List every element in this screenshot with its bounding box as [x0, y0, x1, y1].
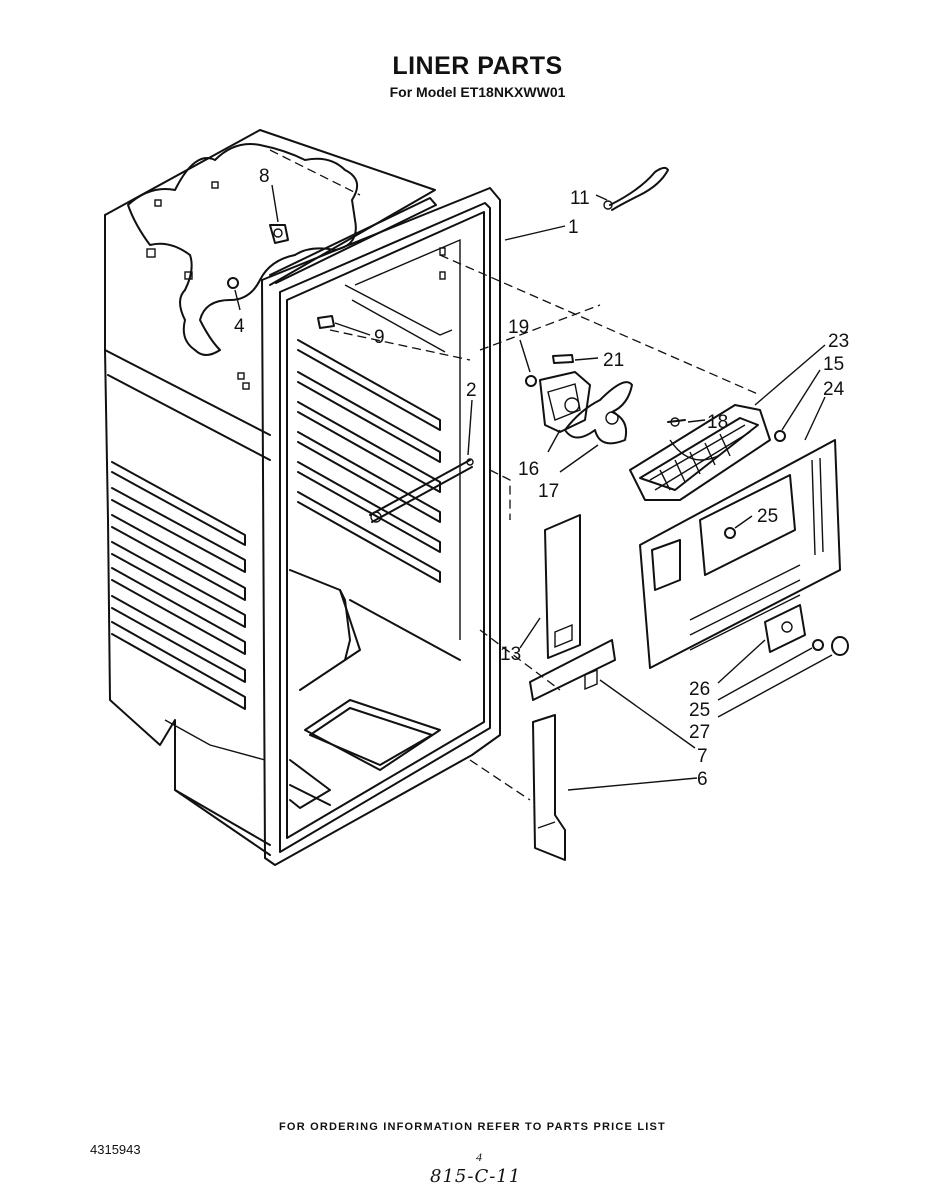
page-number: 4 [476, 1150, 482, 1164]
callout-23: 23 [828, 331, 849, 352]
callout-27: 27 [689, 722, 710, 743]
callout-21: 21 [603, 350, 624, 371]
callout-26: 26 [689, 679, 710, 700]
part-26-bracket [764, 604, 806, 653]
callout-17: 17 [538, 481, 559, 502]
fan-motor-assembly [525, 354, 633, 445]
part-13-duct [544, 514, 581, 659]
callout-25-lower: 25 [689, 700, 710, 721]
document-number: 4315943 [90, 1142, 141, 1157]
part-27-nut [831, 636, 849, 656]
callout-9: 9 [374, 327, 385, 348]
liner-cabinet [104, 129, 761, 866]
part-7-plate [529, 639, 616, 701]
part-4-screw [227, 277, 239, 289]
part-6-channel [532, 714, 566, 861]
diagram-title: LINER PARTS [392, 52, 563, 80]
callout-leaders [234, 184, 833, 791]
part-2-harness [369, 458, 474, 523]
model-subtitle: For Model ET18NKXWW01 [389, 84, 566, 100]
callout-15: 15 [823, 354, 844, 375]
callout-19: 19 [508, 317, 529, 338]
callout-24: 24 [823, 379, 845, 400]
part-23-evaporator-cover [629, 404, 771, 501]
callout-4: 4 [234, 316, 245, 337]
part-8-clip [269, 224, 289, 244]
part-24-rear-panel [639, 439, 841, 669]
callout-7: 7 [697, 746, 708, 767]
ordering-note: FOR ORDERING INFORMATION REFER TO PARTS … [279, 1121, 666, 1133]
callout-25-upper: 25 [757, 506, 778, 527]
callout-8: 8 [259, 166, 270, 187]
callout-16: 16 [518, 459, 539, 480]
part-25-screw-upper [724, 527, 736, 539]
callout-13: 13 [500, 644, 521, 665]
callout-11: 11 [570, 188, 590, 209]
part-15-screw [774, 430, 786, 442]
callout-6: 6 [697, 769, 708, 790]
callout-1: 1 [568, 217, 579, 238]
part-9-clip [317, 315, 335, 329]
callout-2: 2 [466, 380, 477, 401]
part-25-screw-lower [812, 639, 824, 651]
handwritten-note: 815-C-11 [430, 1166, 522, 1187]
part-11-wire [603, 166, 669, 211]
callout-18: 18 [707, 412, 728, 433]
